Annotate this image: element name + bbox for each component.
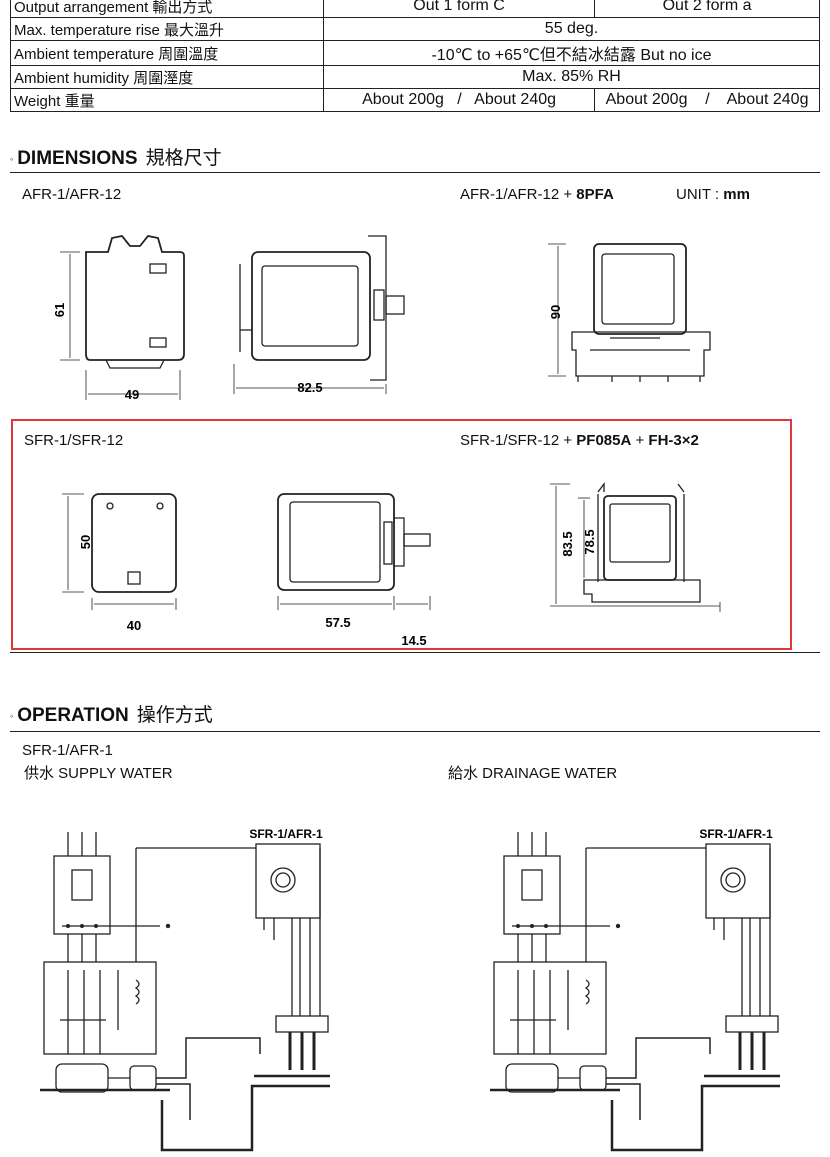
afr-base-label: AFR-1/AFR-12 + 8PFA [460, 186, 614, 203]
bullet-icon: ◦ [10, 153, 14, 164]
supply-diagram-label: SFR-1/AFR-1 [249, 827, 323, 841]
section-divider [10, 731, 820, 732]
sfr-base-part: PF085A [576, 432, 632, 449]
sfr-dimension-drawing: 50 40 57.5 14.5 83.5 78.5 [62, 482, 721, 648]
sfr-height-dim: 50 [78, 535, 93, 549]
row-label: Output arrangement 輸出方式 [10, 0, 324, 18]
weight-value: About 200g [605, 91, 688, 108]
table-row: Ambient temperature 周圍溫度 -10℃ to +65℃但不結… [10, 40, 820, 66]
row-label: Ambient temperature 周圍溫度 [10, 40, 324, 66]
afr-dimension-drawing: 61 49 82.5 90 [52, 235, 711, 402]
sfr-base-prefix: SFR-1/SFR-12 + [460, 432, 577, 449]
row-label: Max. temperature rise 最大溫升 [10, 17, 324, 41]
afr-base-height-dim: 90 [548, 305, 563, 319]
sfr-depth-dim: 57.5 [325, 615, 350, 630]
temp-rise-value: 55 deg. [323, 17, 820, 41]
table-row: Weight 重量 About 200g / About 240g About … [10, 88, 820, 112]
ambient-temp-value: -10℃ to +65℃但不結冰結露 But no ice [323, 40, 820, 66]
sfr-base-plus: + [631, 432, 649, 449]
row-label: Ambient humidity 周圍溼度 [10, 65, 324, 89]
afr-height-dim: 61 [52, 303, 67, 317]
output-form-a: Out 2 form a [594, 0, 820, 18]
row-label: Weight 重量 [10, 88, 324, 112]
table-row: Max. temperature rise 最大溫升 55 deg. [10, 17, 820, 41]
sfr-holder-part: FH-3×2 [648, 432, 699, 449]
unit-label: UNIT : mm [676, 186, 750, 203]
section-divider [10, 652, 820, 653]
sfr-base-height-dim: 83.5 [560, 531, 575, 556]
bullet-icon: ◦ [10, 710, 14, 721]
operation-wiring-diagrams: SFR-1/AFR-1 SFR-1/AFR-1 [38, 827, 782, 1152]
weight-group-2: About 200g / About 240g [594, 88, 820, 112]
supply-water-label: 供水 SUPPLY WATER [24, 765, 173, 782]
dimensions-heading: ◦DIMENSIONS 規格尺寸 [10, 143, 222, 170]
weight-separator: / [457, 91, 462, 108]
operation-title: OPERATION [17, 705, 129, 726]
operation-heading: ◦OPERATION 操作方式 [10, 700, 213, 727]
drainage-diagram-label: SFR-1/AFR-1 [699, 827, 773, 841]
output-form-c: Out 1 form C [322, 0, 596, 18]
section-divider [10, 172, 820, 173]
table-row: Output arrangement 輸出方式 Out 1 form C Out… [10, 0, 820, 18]
dimensions-title: DIMENSIONS [17, 148, 138, 169]
sfr-highlight-box [11, 419, 792, 650]
spec-table: Output arrangement 輸出方式 Out 1 form C Out… [10, 0, 820, 112]
table-row: Ambient humidity 周圍溼度 Max. 85% RH [10, 65, 820, 89]
afr-base-part: 8PFA [576, 186, 614, 203]
unit-value: mm [723, 186, 750, 203]
afr-base-prefix: AFR-1/AFR-12 + [460, 186, 577, 203]
weight-separator: / [705, 91, 710, 108]
sfr-pin-dim: 14.5 [401, 633, 426, 648]
sfr-width-dim: 40 [127, 618, 141, 633]
unit-prefix: UNIT : [676, 186, 724, 203]
sfr-base-label: SFR-1/SFR-12 + PF085A + FH-3×2 [460, 432, 699, 449]
weight-value: About 240g [726, 91, 809, 108]
afr-depth-dim: 82.5 [297, 380, 322, 395]
sfr-base-inner-dim: 78.5 [582, 529, 597, 554]
weight-group-1: About 200g / About 240g [322, 88, 596, 112]
sfr-model-label: SFR-1/SFR-12 [24, 432, 124, 449]
afr-width-dim: 49 [125, 387, 139, 402]
drainage-water-label: 給水 DRAINAGE WATER [448, 765, 618, 782]
weight-value: About 240g [474, 91, 557, 108]
dimensions-title-zh: 規格尺寸 [145, 148, 222, 169]
weight-value: About 200g [362, 91, 444, 108]
operation-model: SFR-1/AFR-1 [22, 742, 113, 759]
afr-model-label: AFR-1/AFR-12 [22, 186, 122, 203]
humidity-value: Max. 85% RH [323, 65, 820, 89]
operation-title-zh: 操作方式 [136, 705, 213, 726]
